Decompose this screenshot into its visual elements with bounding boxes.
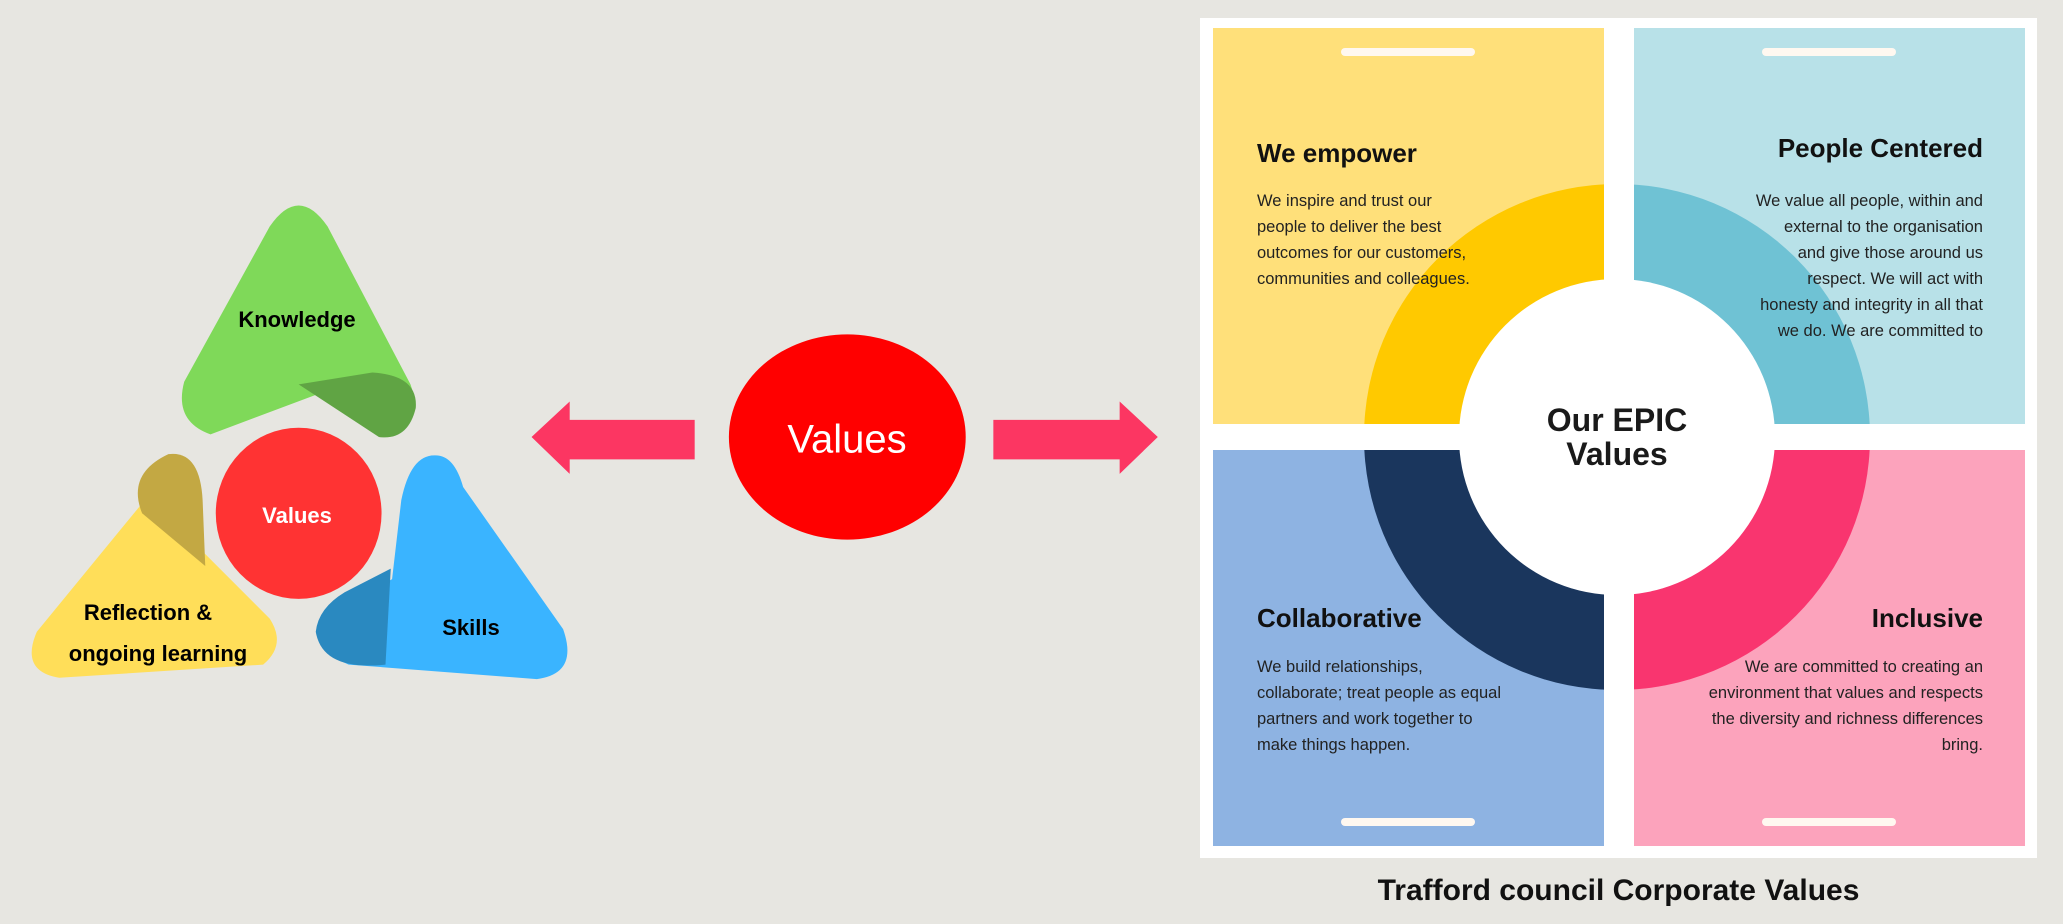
- right-arrow: [993, 401, 1158, 474]
- card-title: Inclusive: [1871, 603, 1983, 633]
- card-bar: [1341, 48, 1475, 56]
- center-title-line2: Values: [1566, 436, 1668, 472]
- card-body: We inspire and trust our people to deliv…: [1257, 192, 1470, 288]
- center-values-label: Values: [262, 503, 332, 528]
- caption: Trafford council Corporate Values: [1377, 874, 1860, 907]
- reflection-label-line1: Reflection &: [83, 600, 213, 625]
- card-body: We value all people, within and external…: [1755, 192, 1983, 340]
- reflection-label-line2: ongoing learning: [68, 641, 248, 666]
- left-arrow: [531, 401, 695, 474]
- card-title: We empower: [1257, 138, 1417, 168]
- center-title-line1: Our EPIC: [1546, 402, 1688, 438]
- values-main-circle: [728, 334, 966, 540]
- skills-label: Skills: [442, 615, 500, 640]
- card-bar: [1762, 818, 1896, 826]
- knowledge-label: Knowledge: [238, 307, 356, 332]
- card-body: We build relationships, collaborate; tre…: [1257, 658, 1502, 754]
- card-bar: [1341, 818, 1475, 826]
- reflection-fold: [137, 453, 206, 566]
- skills-fold: [315, 568, 391, 666]
- knowledge-fold: [298, 372, 416, 438]
- values-center-circle: [215, 427, 382, 599]
- card-body: We are committed to creating an environm…: [1708, 658, 1983, 754]
- reflection-shape: [31, 454, 277, 678]
- card-title: Collaborative: [1257, 603, 1422, 633]
- values-main-label: Values: [787, 417, 907, 462]
- card-bar: [1762, 48, 1896, 56]
- card-title: People Centered: [1777, 133, 1983, 163]
